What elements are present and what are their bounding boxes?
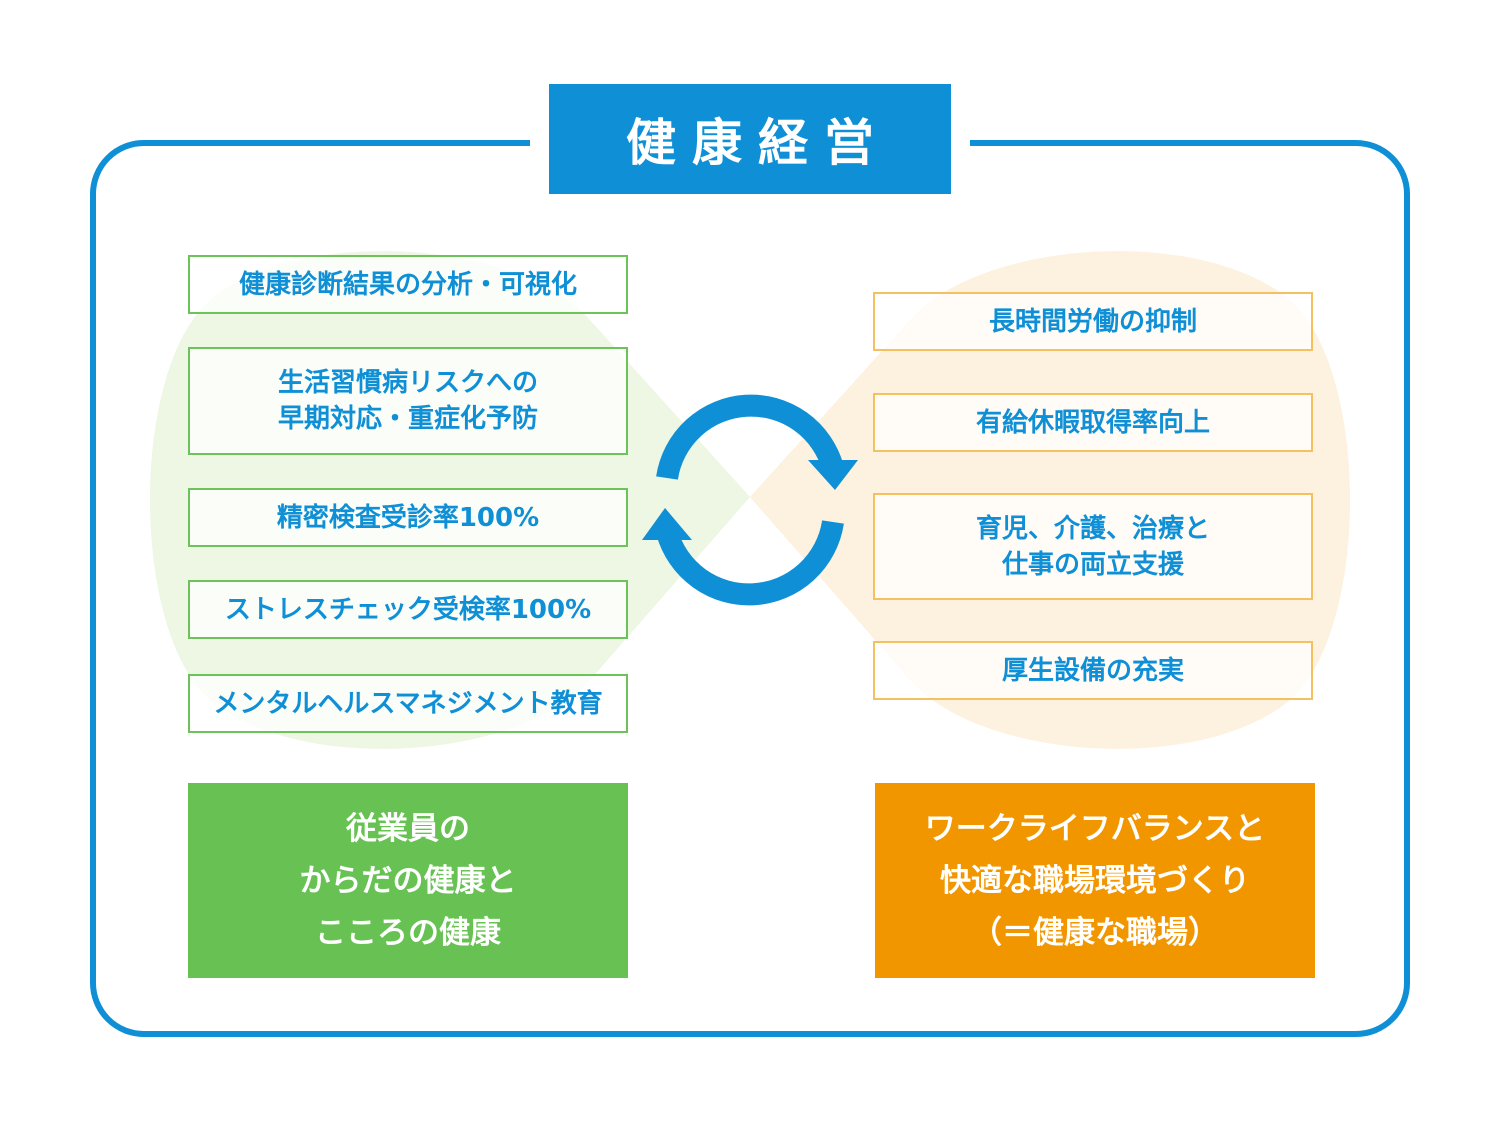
right-item-overtime: 長時間労働の抑制	[873, 292, 1313, 351]
summary-employee-health: 従業員の からだの健康と こころの健康	[188, 783, 628, 978]
circular-arrows-icon	[642, 394, 858, 606]
cycle-arrow-top	[656, 394, 844, 480]
cycle-arrow-bottom	[656, 520, 844, 606]
cycle-arrowhead-right	[808, 460, 858, 490]
right-item-welfare-facilities: 厚生設備の充実	[873, 641, 1313, 700]
page-title: 健康経営	[549, 84, 951, 194]
left-item-stress-check: ストレスチェック受検率100%	[188, 580, 628, 639]
right-item-work-life-support: 育児、介護、治療と 仕事の両立支援	[873, 493, 1313, 600]
title-box: 健康経営	[530, 84, 970, 194]
left-item-exam-rate: 精密検査受診率100%	[188, 488, 628, 547]
cycle-arrowhead-left	[642, 508, 692, 540]
left-item-lifestyle-disease: 生活習慣病リスクへの 早期対応・重症化予防	[188, 347, 628, 455]
left-item-mental-health: メンタルヘルスマネジメント教育	[188, 674, 628, 733]
right-item-paid-leave: 有給休暇取得率向上	[873, 393, 1313, 452]
left-item-checkup-analysis: 健康診断結果の分析・可視化	[188, 255, 628, 314]
summary-work-life-balance: ワークライフバランスと 快適な職場環境づくり （＝健康な職場）	[875, 783, 1315, 978]
